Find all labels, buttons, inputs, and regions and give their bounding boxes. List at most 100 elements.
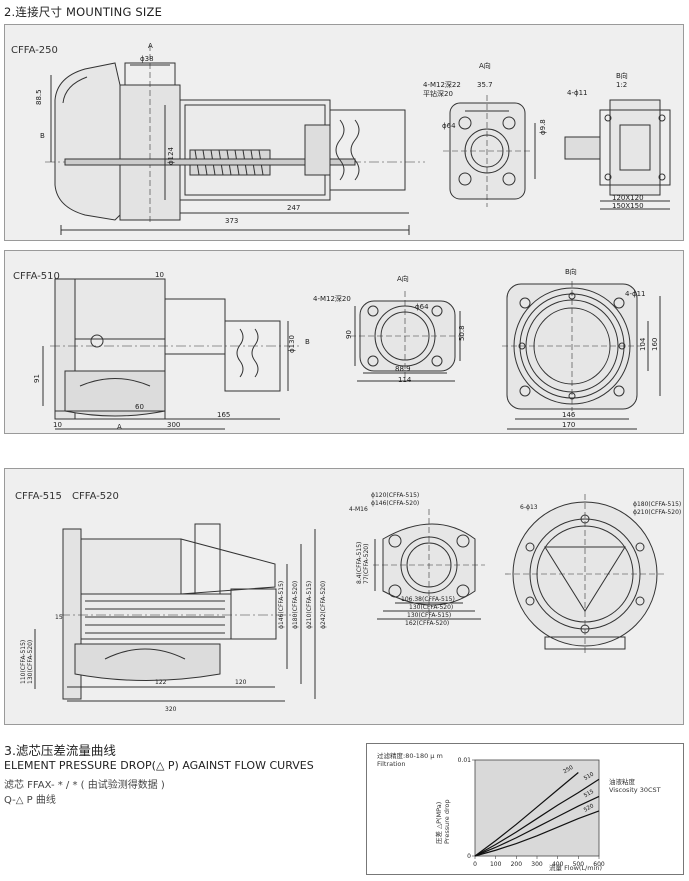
y-tick-label: 0.01 — [458, 757, 472, 764]
pressure-drop-chart: 过滤精度:80-180 μ m Filtration 油液粘度 Viscosit… — [377, 751, 661, 872]
pressure-drop-chart-box: 过滤精度:80-180 μ m Filtration 油液粘度 Viscosit… — [366, 743, 684, 875]
dim-phi120-cffa-515: ϕ120(CFFA-515) — [371, 492, 419, 499]
dim-10-top: 10 — [155, 271, 164, 279]
dim-120x120: 120X120 — [612, 194, 644, 202]
dim-phi124: ϕ124 — [167, 146, 175, 165]
dim-170: 170 — [562, 421, 575, 429]
dim-phi38: ϕ38 — [140, 55, 154, 63]
curves-element-line: 滤芯 FFAX- * / * ( 由试验测得数据 ) — [4, 780, 165, 791]
x-axis-label: 流量 Flow(L/min) — [549, 863, 602, 872]
dim-phi210-cffa-520: ϕ210(CFFA-520) — [633, 509, 681, 516]
series-line-520 — [474, 810, 600, 857]
x-tick-label: 600 — [593, 861, 605, 868]
dim-phi180-cffa-520: ϕ180(CFFA-520) — [292, 581, 299, 629]
cffa-510-drawing-panel: CFFA-510 — [4, 250, 684, 434]
dim-phi130: ϕ130 — [288, 335, 296, 353]
dim-phi9-8: ϕ9.8 — [539, 119, 547, 135]
dim-90: 90 — [345, 330, 353, 339]
view-arrow-a: A — [117, 423, 122, 431]
dim-114: 114 — [398, 376, 412, 384]
cffa-515-520-drawing-panel: CFFA-515 CFFA-520 — [4, 468, 684, 725]
dim-110-cffa-515: 110(CFFA-515) — [20, 640, 27, 684]
dim-320: 320 — [165, 706, 177, 713]
y-axis-label-en: Pressure drop — [443, 799, 451, 844]
model-label-cffa-250: CFFA-250 — [11, 45, 58, 56]
view-a-label: A向 — [397, 274, 409, 283]
x-tick-label: 0 — [473, 861, 477, 868]
dim-phi180-cffa-515: ϕ180(CFFA-515) — [633, 501, 681, 508]
dim-phi146-cffa-520: ϕ146(CFFA-520) — [371, 500, 419, 507]
dim-8-4-cffa-515: 8.4(CFFA-515) — [356, 542, 363, 584]
dim-15: 15 — [55, 614, 63, 621]
dim-phi64: ϕ64 — [442, 122, 456, 130]
view-arrow-b: B — [305, 338, 310, 346]
dim-phi64: ϕ64 — [415, 303, 429, 311]
x-tick-label: 200 — [511, 861, 523, 868]
dim-88-9: 88.9 — [395, 365, 411, 373]
x-tick-label: 500 — [573, 861, 585, 868]
dim-phi210-cffa-515: ϕ210(CFFA-515) — [306, 581, 313, 629]
cffa-510-drawing: 10 ϕ130 B 91 60 165 10 300 A A向 4-M12深20… — [33, 267, 661, 431]
dim-60: 60 — [135, 403, 144, 411]
filtration-cn: 过滤精度:80-180 μ m — [377, 751, 443, 760]
dim-77-cffa-520: 77(CFFA-520) — [363, 544, 370, 584]
dim-146: 146 — [562, 411, 576, 419]
y-tick-label: 0 — [467, 853, 471, 860]
dim-130-cffa-520: 130(CFFA-520) — [409, 604, 453, 611]
dim-120: 120 — [235, 679, 247, 686]
thread-4-m16: 4-M16 — [349, 506, 368, 513]
x-tick-label: 100 — [490, 861, 502, 868]
viscosity-en: Viscosity 30CST — [609, 786, 661, 794]
dim-106-38-cffa-515: 106.38(CFFA-515) — [401, 596, 455, 603]
y-axis-label-cn: 压差 △P(MPa) — [434, 802, 443, 844]
model-label-cffa-510: CFFA-510 — [13, 271, 60, 282]
cffa-250-drawing-panel: CFFA-250 — [4, 24, 684, 241]
dim-104: 104 — [639, 337, 647, 351]
cffa-250-drawing: A B ϕ38 88.5 ϕ124 373 247 A向 4-M12深22 平钻… — [35, 42, 671, 235]
view-b-label: B向 — [616, 71, 628, 80]
dim-165: 165 — [217, 411, 230, 419]
mounting-size-title: 2.连接尺寸 MOUNTING SIZE — [4, 5, 163, 19]
dim-88-5: 88.5 — [35, 89, 43, 105]
dim-162-cffa-520: 162(CFFA-520) — [405, 620, 449, 627]
dim-91: 91 — [33, 374, 41, 383]
holes-4-phi11: 4-ϕ11 — [625, 290, 646, 298]
series-label-520: 520 — [583, 803, 596, 814]
dim-300: 300 — [167, 421, 180, 429]
viscosity-cn: 油液粘度 — [609, 777, 636, 786]
x-tick-label: 400 — [552, 861, 564, 868]
view-b-label: B向 — [565, 267, 577, 276]
series-label-510: 510 — [583, 771, 596, 782]
series-label-515: 515 — [583, 789, 596, 800]
dim-130-cffa-520: 130(CFFA-520) — [27, 640, 34, 684]
dim-247: 247 — [287, 204, 300, 212]
series-line-250 — [474, 772, 579, 857]
dim-373: 373 — [225, 217, 238, 225]
dim-phi146-cffa-515: ϕ146(CFFA-515) — [278, 581, 285, 629]
dim-122: 122 — [155, 679, 167, 686]
view-a-label: A向 — [479, 61, 491, 70]
model-label-cffa-515: CFFA-515 — [15, 491, 62, 502]
holes-6-phi13: 6-ϕ13 — [520, 504, 538, 511]
series-label-250: 250 — [562, 765, 575, 776]
x-tick-label: 300 — [531, 861, 543, 868]
model-label-cffa-520: CFFA-520 — [72, 491, 119, 502]
cffa-515-520-drawing: 15 122 120 320 110(CFFA-515) 130(CFFA-52… — [20, 492, 681, 713]
dim-130-cffa-515: 130(CFFA-515) — [407, 612, 451, 619]
dim-50-8: 50.8 — [458, 325, 466, 341]
curves-title-en: ELEMENT PRESSURE DROP(△ P) AGAINST FLOW … — [4, 759, 314, 772]
thread-m12: 4-M12深20 — [313, 294, 351, 303]
dim-35-7: 35.7 — [477, 81, 493, 89]
view-arrow-b: B — [40, 132, 45, 140]
series-line-515 — [474, 795, 600, 857]
spot-face-depth: 平钻深20 — [423, 89, 453, 98]
view-arrow-a: A — [148, 42, 153, 50]
holes-4-phi11: 4-ϕ11 — [567, 89, 588, 97]
filtration-en: Filtration — [377, 760, 406, 768]
dim-phi242-cffa-520: ϕ242(CFFA-520) — [320, 581, 327, 629]
dim-10-bottom: 10 — [53, 421, 62, 429]
curves-title-cn: 3.滤芯压差流量曲线 — [4, 743, 116, 758]
view-b-scale: 1:2 — [616, 81, 627, 89]
thread-m12: 4-M12深22 — [423, 80, 461, 89]
series-line-510 — [474, 778, 600, 857]
